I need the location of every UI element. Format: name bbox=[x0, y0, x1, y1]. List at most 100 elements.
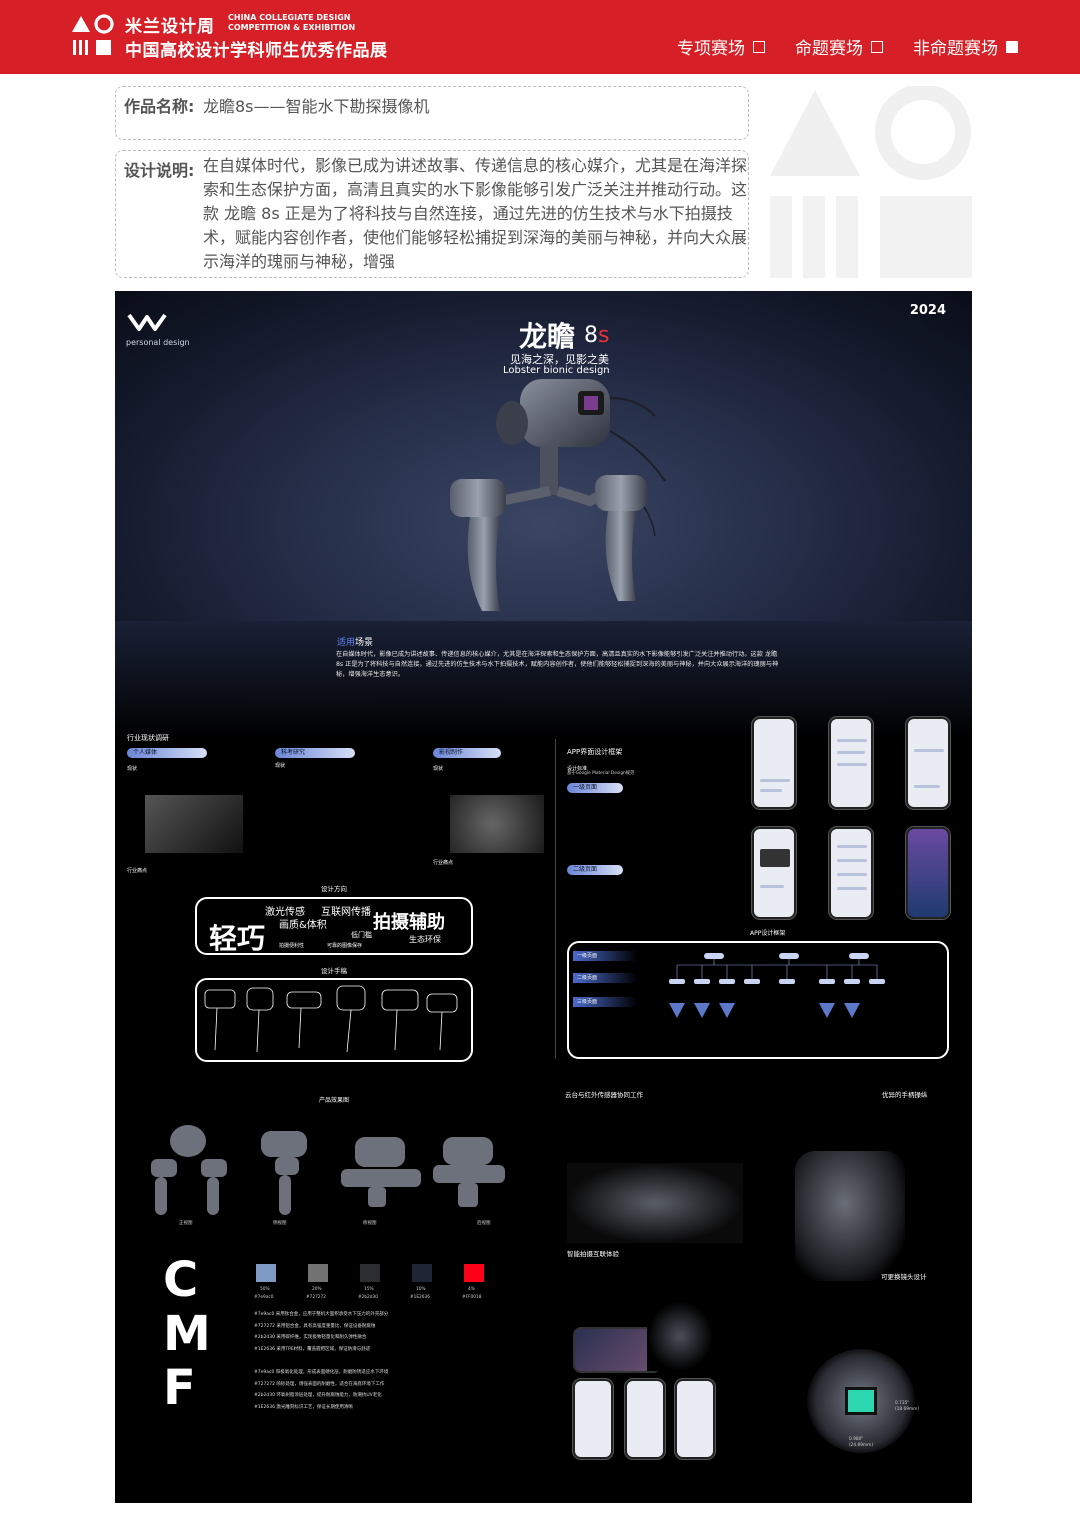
scene-heading: 适用场景 bbox=[337, 638, 374, 648]
direction-panel: 轻巧 激光传感 互联网传播 画质&体积 拍摄辅助 低门槛 生态环保 拍摄便利性 … bbox=[195, 897, 473, 955]
cmf-swatch-code: #FF0018 bbox=[462, 1295, 482, 1300]
brand-name-en: CHINA COLLEGIATE DESIGN COMPETITION & EX… bbox=[228, 13, 356, 32]
smart-title: 智能拍摄互联体验 bbox=[567, 1250, 619, 1258]
view-label-side: 侧视图 bbox=[273, 1221, 287, 1226]
app-framework-title: APP设计框架 bbox=[750, 930, 786, 937]
view-label-front: 正视图 bbox=[179, 1221, 193, 1226]
phone-mockup bbox=[906, 827, 950, 919]
poster: personal design 2024 龙瞻 8s 见海之深，见影之美 Lob… bbox=[115, 291, 972, 1503]
nav-proposition[interactable]: 命题赛场 bbox=[795, 34, 883, 59]
lens-sensor-icon bbox=[845, 1387, 877, 1415]
effects-title: 产品效果图 bbox=[319, 1097, 350, 1104]
nav-special[interactable]: 专项赛场 bbox=[677, 34, 765, 59]
personal-design-logo-icon bbox=[127, 313, 167, 331]
nav-box-filled-icon bbox=[1006, 40, 1018, 53]
sketch-panel bbox=[195, 978, 473, 1062]
cmf-swatch bbox=[360, 1264, 380, 1282]
brand-logo-icon bbox=[72, 14, 114, 55]
research-photo-diver bbox=[145, 795, 243, 853]
hero-product-image bbox=[450, 379, 666, 611]
app-page2-pill: 二级页面 bbox=[567, 865, 623, 875]
lens-dim-1: 0.735" (18.69mm) bbox=[895, 1401, 920, 1412]
direction-title: 设计方向 bbox=[321, 885, 347, 893]
cmf-swatch-code: #2b2d30 bbox=[358, 1295, 378, 1300]
cmf-swatch-pct: 15% bbox=[364, 1287, 374, 1292]
research-status-label-2: 现状 bbox=[275, 763, 286, 769]
cmf-line: #7e9ac0 阳极氧化处理，形成表面硬化层，耐磨防锈适应水下环境 bbox=[254, 1370, 389, 1375]
cmf-line: #7e9ac0 采用钛合金，应用于整机大面积承受水下压力的外壳部分 bbox=[254, 1312, 389, 1317]
phone-mockup bbox=[829, 827, 873, 919]
phone-mockup bbox=[573, 1379, 613, 1459]
nav-box-icon bbox=[753, 40, 765, 53]
phone-mockup bbox=[625, 1379, 665, 1459]
watermark-logo-icon bbox=[770, 86, 972, 278]
main-nav: 专项赛场 命题赛场 非命题赛场 bbox=[677, 34, 1018, 59]
research-pain-label: 行业痛点 bbox=[127, 868, 148, 874]
research-title: 行业现状调研 bbox=[127, 734, 169, 742]
product-subtitle: Lobster bionic design bbox=[503, 365, 610, 376]
work-desc-label: 设计说明: bbox=[124, 161, 195, 180]
app-std-text: 基于Google Material Design规范 bbox=[567, 771, 635, 776]
cmf-line: #1E2636 激光雕刻标识工艺，保证长期使用清晰 bbox=[254, 1404, 353, 1410]
cmf-swatch bbox=[412, 1264, 432, 1282]
research-photo-underwater bbox=[450, 795, 544, 853]
product-title: 龙瞻 bbox=[519, 320, 576, 353]
cmf-line: #1E2636 采用TPE材料，覆盖握把区域，保证防滑与舒适 bbox=[254, 1346, 371, 1352]
app-framework-tree bbox=[669, 953, 885, 1018]
research-tab-media: 个人媒体 bbox=[127, 748, 207, 758]
nav-box-icon bbox=[871, 40, 883, 53]
phone-mockup bbox=[906, 717, 950, 809]
research-tab-science: 科考研究 bbox=[275, 748, 355, 758]
lens-dim-2: 0.980" (24.89mm) bbox=[849, 1437, 874, 1448]
cmf-heading: C M F bbox=[163, 1252, 211, 1416]
smart-device-image bbox=[647, 1301, 713, 1371]
cmf-line: #727272 采用铝合金，具有高强度重量比，保证设备耐腐蚀 bbox=[254, 1323, 376, 1329]
cmf-line: #2b2d30 采用碳纤维，实现极致轻量化和耐久弹性融合 bbox=[254, 1335, 367, 1340]
work-name-value: 龙瞻8s——智能水下勘探摄像机 bbox=[203, 97, 430, 116]
research-status-label-3: 现状 bbox=[433, 766, 444, 772]
brand-subtitle-cn: 中国高校设计学科师生优秀作品展 bbox=[125, 41, 388, 61]
work-name-box: 作品名称: 龙瞻8s——智能水下勘探摄像机 bbox=[115, 86, 749, 140]
product-slogan: 见海之深，见影之美 bbox=[510, 353, 609, 366]
cmf-swatch bbox=[308, 1264, 328, 1282]
phone-mockup bbox=[752, 717, 796, 809]
sketch-drawings bbox=[204, 985, 458, 1053]
app-page1-pill: 一级页面 bbox=[567, 783, 623, 793]
product-renders bbox=[151, 1125, 505, 1215]
work-name-label: 作品名称: bbox=[124, 97, 195, 116]
handle-image bbox=[795, 1151, 905, 1281]
cmf-swatch bbox=[256, 1264, 276, 1282]
personal-design-text: personal design bbox=[126, 338, 190, 347]
research-tab-film: 影视制作 bbox=[433, 748, 501, 758]
work-desc-box: 设计说明: 在自媒体时代，影像已成为讲述故事、传递信息的核心媒介，尤其是在海洋探… bbox=[115, 150, 749, 278]
view-label-back: 后视图 bbox=[477, 1221, 491, 1226]
brand-name-cn: 米兰设计周 bbox=[125, 17, 215, 37]
research-status-label: 现状 bbox=[127, 766, 138, 772]
view-label-top: 俯视图 bbox=[363, 1221, 377, 1226]
product-model: 8s bbox=[584, 323, 610, 348]
poster-year: 2024 bbox=[909, 303, 946, 318]
research-pain-label-2: 行业痛点 bbox=[433, 860, 454, 866]
handle-title: 优异的手柄操纵 bbox=[882, 1091, 928, 1099]
cmf-swatch-code: #1E2636 bbox=[410, 1295, 430, 1300]
app-std-label: 设计标准 bbox=[567, 766, 588, 772]
gimbal-image bbox=[567, 1163, 743, 1243]
app-framework-panel: 一级页面 二级页面 三级页面 bbox=[567, 941, 949, 1059]
phone-mockup bbox=[675, 1379, 715, 1459]
work-desc-value: 在自媒体时代，影像已成为讲述故事、传递信息的核心媒介，尤其是在海洋探索和生态保护… bbox=[203, 156, 748, 271]
phone-mockup bbox=[752, 827, 796, 919]
app-title: APP界面设计框架 bbox=[567, 748, 623, 756]
cmf-swatch-pct: 4% bbox=[468, 1287, 475, 1292]
nav-non-proposition[interactable]: 非命题赛场 bbox=[913, 34, 1018, 59]
sketch-title: 设计手稿 bbox=[321, 967, 347, 975]
phone-mockup bbox=[829, 717, 873, 809]
cmf-swatch-code: #7e9ac0 bbox=[254, 1295, 274, 1300]
cmf-line: #2b2d30 环氧树脂涂层处理，提升耐腐蚀能力，防潮抗UV老化 bbox=[254, 1393, 382, 1398]
cmf-line: #727272 喷砂处理，增强表面的耐磨性，适合在海底环境下工作 bbox=[254, 1381, 385, 1387]
gimbal-title: 云台与红外传感器协同工作 bbox=[565, 1091, 643, 1099]
lens-title: 可更换镜头设计 bbox=[881, 1273, 927, 1281]
cmf-swatch-pct: 20% bbox=[312, 1287, 322, 1292]
cmf-swatch-code: #727272 bbox=[306, 1295, 327, 1300]
site-header: 米兰设计周 CHINA COLLEGIATE DESIGN COMPETITIO… bbox=[0, 0, 1080, 74]
cmf-swatch-pct: 10% bbox=[416, 1287, 426, 1292]
